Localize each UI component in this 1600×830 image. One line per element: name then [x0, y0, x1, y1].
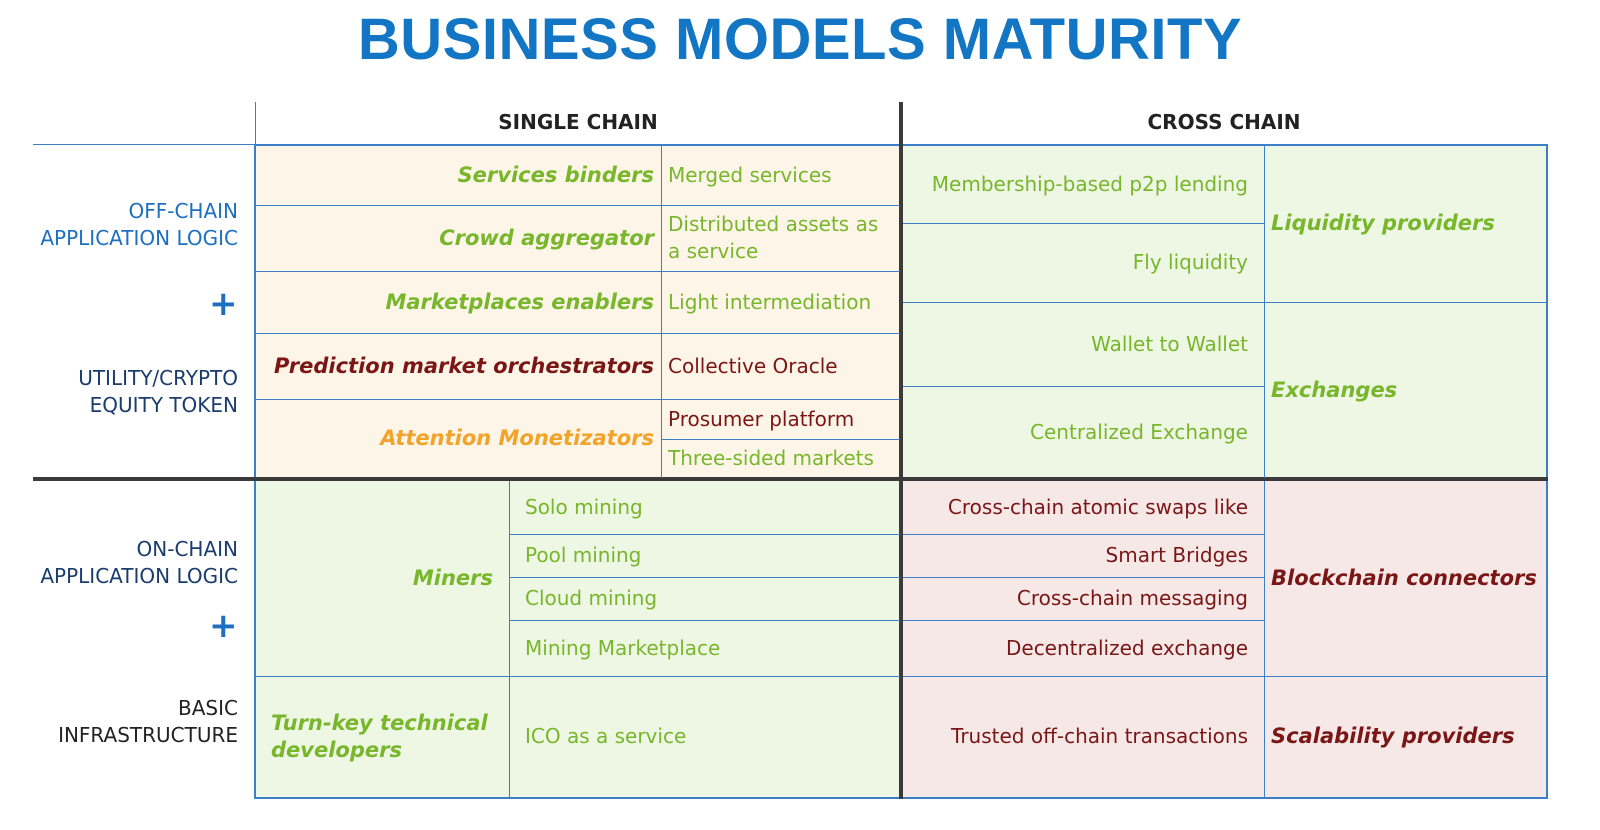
plus-icon: +: [209, 284, 238, 324]
grid-line: [255, 676, 900, 677]
item-ico-as-a-service: ICO as a service: [525, 724, 687, 748]
grid-line: [509, 481, 510, 797]
grid-line: [661, 439, 900, 440]
single-chain-off-chain-area: [255, 145, 900, 478]
grid-line: [661, 145, 662, 478]
category-scalability-providers: Scalability providers: [1271, 724, 1515, 748]
category-marketplaces-enablers: Marketplaces enablers: [385, 289, 654, 314]
item-collective-oracle: Collective Oracle: [668, 353, 838, 378]
item-distributed-assets: Distributed assets as a service: [668, 212, 879, 263]
section-divider: [33, 477, 1548, 481]
row-label-line: ON-CHAIN: [136, 537, 238, 561]
row-label-off-chain: OFF-CHAIN APPLICATION LOGIC: [20, 198, 238, 252]
category-prediction-market-orchestrators: Prediction market orchestrators: [274, 353, 654, 378]
category-liquidity-providers: Liquidity providers: [1271, 211, 1495, 235]
category-exchanges: Exchanges: [1271, 377, 1398, 402]
grid-line: [255, 333, 900, 334]
grid-line: [903, 676, 1546, 677]
item-solo-mining: Solo mining: [525, 495, 643, 519]
item-fly-liquidity: Fly liquidity: [1132, 250, 1248, 274]
grid-line: [255, 205, 900, 206]
item-cross-chain-messaging: Cross-chain messaging: [1016, 586, 1248, 610]
row-label-line: APPLICATION LOGIC: [40, 226, 238, 250]
category-crowd-aggregator: Crowd aggregator: [439, 225, 654, 250]
row-label-line: INFRASTRUCTURE: [58, 723, 238, 747]
category-blockchain-connectors: Blockchain connectors: [1271, 566, 1537, 590]
item-membership-p2p-lending: Membership-based p2p lending: [931, 171, 1248, 196]
grid-line: [509, 577, 900, 578]
grid-line: [903, 302, 1546, 303]
row-label-infrastructure: BASIC INFRASTRUCTURE: [20, 695, 238, 749]
category-services-binders: Services binders: [457, 162, 654, 187]
cross-chain-off-chain-area: [903, 145, 1546, 478]
category-miners: Miners: [412, 566, 493, 590]
row-label-line: EQUITY TOKEN: [89, 393, 238, 417]
column-header-single-chain: SINGLE CHAIN: [498, 110, 658, 134]
grid-line: [255, 399, 900, 400]
item-merged-services: Merged services: [668, 162, 832, 187]
item-wallet-to-wallet: Wallet to Wallet: [1091, 331, 1248, 356]
item-mining-marketplace: Mining Marketplace: [525, 635, 721, 660]
item-smart-bridges: Smart Bridges: [1105, 543, 1248, 567]
row-label-token: UTILITY/CRYPTO EQUITY TOKEN: [20, 365, 238, 419]
grid-line: [255, 102, 256, 145]
column-header-cross-chain: CROSS CHAIN: [1147, 110, 1301, 134]
single-chain-on-chain-area: [255, 481, 900, 797]
grid-line: [509, 620, 900, 621]
grid-line: [509, 534, 900, 535]
item-atomic-swaps: Cross-chain atomic swaps like: [947, 495, 1248, 519]
row-label-line: BASIC: [178, 696, 238, 720]
item-pool-mining: Pool mining: [525, 543, 642, 567]
category-attention-monetizators: Attention Monetizators: [380, 426, 654, 450]
cross-chain-on-chain-area: [903, 481, 1546, 797]
page-title: BUSINESS MODELS MATURITY: [357, 7, 1243, 72]
grid-line: [255, 271, 900, 272]
grid-line: [903, 534, 1264, 535]
item-light-intermediation: Light intermediation: [668, 289, 872, 314]
grid-line: [903, 620, 1264, 621]
grid-line: [903, 223, 1264, 224]
item-cloud-mining: Cloud mining: [525, 586, 658, 610]
category-turn-key-developers: Turn-key technical developers: [271, 710, 488, 762]
section-divider: [899, 102, 903, 799]
grid-line: [1264, 481, 1265, 797]
row-label-line: OFF-CHAIN: [128, 199, 238, 223]
item-trusted-off-chain-transactions: Trusted off-chain transactions: [951, 724, 1248, 748]
plus-icon: +: [209, 606, 238, 646]
row-label-line: APPLICATION LOGIC: [40, 564, 238, 588]
item-decentralized-exchange: Decentralized exchange: [1005, 635, 1248, 660]
row-label-on-chain: ON-CHAIN APPLICATION LOGIC: [20, 536, 238, 590]
grid-line: [1264, 145, 1265, 478]
grid-line: [903, 386, 1264, 387]
grid-line: [33, 144, 255, 145]
item-three-sided-markets: Three-sided markets: [668, 446, 874, 470]
item-centralized-exchange: Centralized Exchange: [1030, 419, 1248, 444]
item-prosumer-platform: Prosumer platform: [668, 406, 855, 431]
grid-line: [903, 577, 1264, 578]
row-label-line: UTILITY/CRYPTO: [78, 366, 238, 390]
